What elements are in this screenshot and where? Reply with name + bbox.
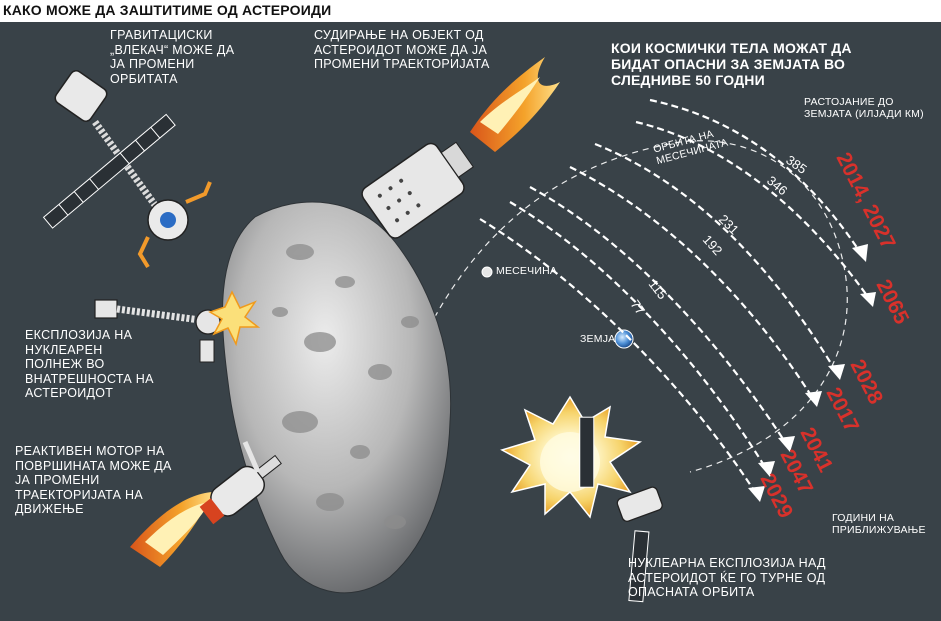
nuclear-blast-caption: НУКЛЕАРНА ЕКСПЛОЗИЈА НАД АСТЕРОИДОТ ЌЕ Г… xyxy=(628,556,826,599)
year-label-4: 2017 xyxy=(822,384,864,436)
trajectory-lines xyxy=(479,98,869,493)
distance-label-1: 385 xyxy=(783,152,809,177)
small-explosion-icon xyxy=(208,290,261,347)
distance-label-4: 192 xyxy=(700,232,726,258)
earth-icon xyxy=(614,329,634,349)
danger-question-heading: КОИ КОСМИЧКИ ТЕЛА МОЖАТ ДА БИДАТ ОПАСНИ … xyxy=(611,40,852,88)
trajectory-7 xyxy=(479,218,756,493)
jet-engine-caption: РЕАКТИВЕН МОТОР НА ПОВРШИНАТА МОЖЕ ДА ЈА… xyxy=(15,444,172,516)
drill-device-illustration xyxy=(94,290,261,363)
distance-label-6: 77 xyxy=(628,297,649,317)
distance-labels: 385 346 231 192 115 77 xyxy=(628,152,810,317)
trajectory-1 xyxy=(649,98,861,253)
year-labels: 2014, 2027 2065 2028 2017 2041 2047 2029 xyxy=(756,149,914,522)
year-label-3: 2028 xyxy=(846,356,888,408)
gravity-tractor-illustration xyxy=(42,69,212,269)
collision-caption: СУДИРАЊЕ НА ОБЈЕКТ ОД АСТЕРОИДОТ МОЖЕ ДА… xyxy=(314,28,490,71)
trajectory-6 xyxy=(509,201,766,468)
trajectory-arrowheads xyxy=(748,244,876,502)
distance-label-5: 115 xyxy=(646,277,671,303)
nuclear-blast-illustration xyxy=(500,395,663,603)
infographic-panel: 385 346 231 192 115 77 2014, 2027 2065 2… xyxy=(0,22,941,621)
distance-label-2: 346 xyxy=(764,173,790,198)
trajectory-2 xyxy=(635,120,869,298)
trajectory-4 xyxy=(569,166,813,398)
gravity-tractor-caption: ГРАВИТАЦИСКИ „ВЛЕКАЧ“ МОЖЕ ДА ЈА ПРОМЕНИ… xyxy=(110,28,235,86)
years-header-label: ГОДИНИ НА ПРИБЛИЖУВАЊЕ xyxy=(832,512,926,536)
year-label-1: 2014, 2027 xyxy=(832,149,900,253)
trajectory-5 xyxy=(529,186,786,443)
moon-label: МЕСЕЧИНА xyxy=(496,265,558,277)
moon-icon xyxy=(481,266,493,278)
year-label-2: 2065 xyxy=(872,276,914,328)
impactor-illustration xyxy=(361,57,560,239)
illustration-canvas: 385 346 231 192 115 77 2014, 2027 2065 2… xyxy=(42,57,914,603)
earth-label: ЗЕМЈА xyxy=(580,333,616,345)
page-title: КАКО МОЖЕ ДА ЗАШТИТИМЕ ОД АСТЕРОИДИ xyxy=(3,2,332,18)
distance-label-3: 231 xyxy=(716,212,742,238)
asteroid-illustration xyxy=(221,201,452,594)
jet-engine-illustration xyxy=(130,441,282,567)
trajectory-3 xyxy=(594,142,836,371)
header-bar: КАКО МОЖЕ ДА ЗАШТИТИМЕ ОД АСТЕРОИДИ xyxy=(0,0,941,22)
internal-explosion-caption: ЕКСПЛОЗИЈА НА НУКЛЕАРЕН ПОЛНЕЖ ВО ВНАТРЕ… xyxy=(25,328,154,400)
distance-header-label: РАСТОЈАНИЕ ДО ЗЕМЈАТА (ИЛЈАДИ КМ) xyxy=(804,96,924,120)
